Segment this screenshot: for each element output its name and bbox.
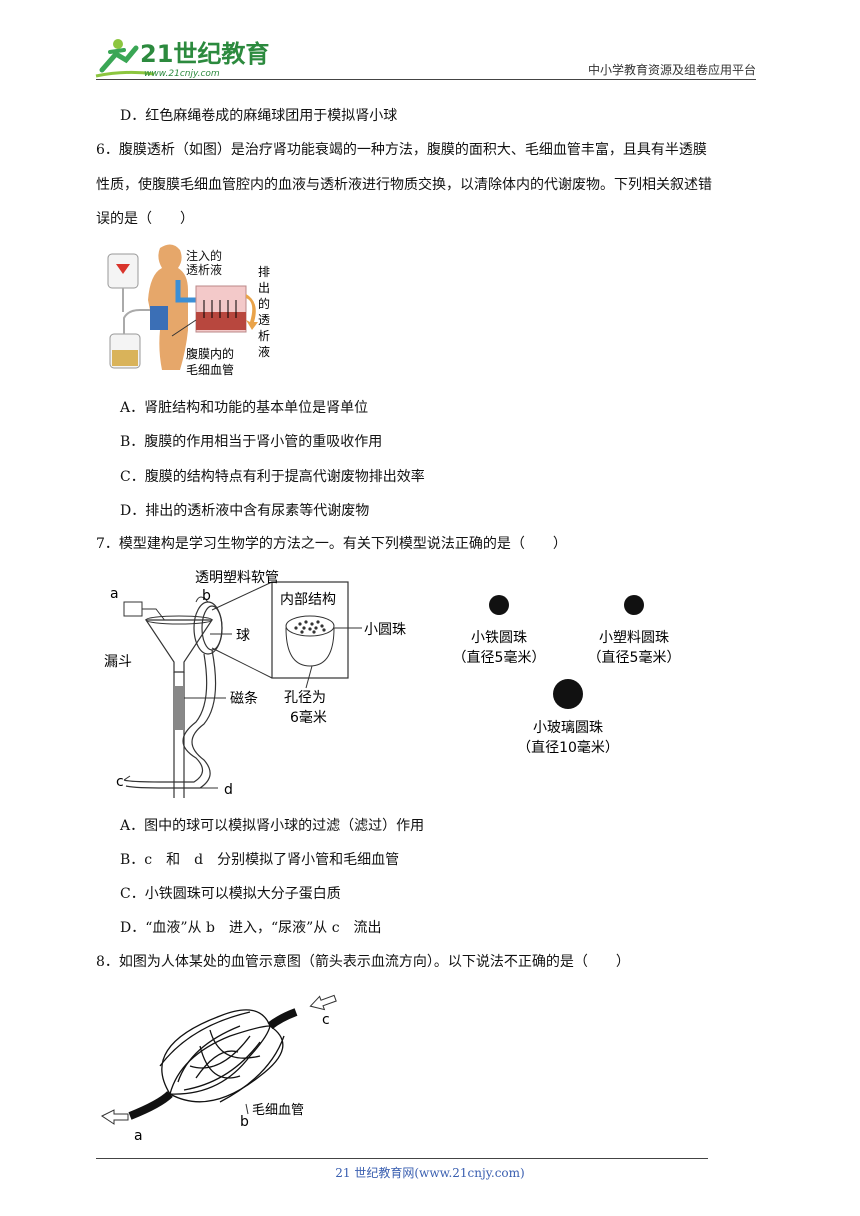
label-injected-1: 注入的 (186, 248, 222, 263)
label-discharged-2: 出 (258, 281, 270, 295)
capillary-network-figure: a b c 毛细血管 (101, 994, 337, 1144)
label-c: c (322, 1012, 330, 1028)
label-discharged-1: 排 (258, 265, 270, 279)
label-d: d (224, 782, 233, 798)
peritoneal-dialysis-figure: 注入的 透析液 排 出 的 透 析 液 腹膜内的 毛细血管 (107, 244, 270, 377)
q6-stem-line2: 性质，使腹膜毛细血管腔内的血液与透析液进行物质交换，以清除体内的代谢废物。下列相… (96, 177, 712, 193)
label-small-bead: 小圆珠 (364, 622, 406, 638)
q6-stem-line3: 误的是（ ） (96, 211, 194, 227)
kidney-model-figure: 透明塑料软管 a b 内部结构 球 小圆珠 漏斗 磁条 孔径为 6毫米 c d … (104, 570, 680, 798)
q7-option-c: C．小铁圆珠可以模拟大分子蛋白质 (120, 886, 341, 902)
q7-option-b: B．c 和 d 分别模拟了肾小管和毛细血管 (120, 852, 400, 868)
q6-option-a: A．肾脏结构和功能的基本单位是肾单位 (120, 400, 369, 416)
q7-option-d: D．“血液”从 b 进入，“尿液”从 c 流出 (120, 920, 382, 936)
label-plastic-bead: 小塑料圆珠 (599, 630, 669, 646)
footer-divider (96, 1158, 708, 1159)
q6-option-b: B．腹膜的作用相当于肾小管的重吸收作用 (120, 434, 383, 450)
label-capillary: 毛细血管 (252, 1103, 304, 1118)
q7-option-a: A．图中的球可以模拟肾小球的过滤（滤过）作用 (120, 818, 425, 834)
label-injected-2: 透析液 (186, 262, 222, 277)
platform-title: 中小学教育资源及组卷应用平台 (587, 63, 756, 77)
label-ball: 球 (236, 628, 250, 644)
q6-option-d: D．排出的透析液中含有尿素等代谢废物 (120, 503, 370, 519)
label-pore-1: 孔径为 (284, 690, 326, 706)
label-iron-diameter: （直径5毫米） (453, 649, 546, 666)
label-inner-structure: 内部结构 (280, 592, 336, 608)
footer-link[interactable]: 21 世纪教育网(www.21cnjy.com) (335, 1166, 525, 1180)
runner-logo-icon: 21世纪教育 www.21cnjy.com (95, 39, 269, 79)
label-discharged-6: 液 (258, 344, 270, 359)
label-b: b (240, 1114, 249, 1130)
label-capillary-2: 毛细血管 (186, 362, 234, 377)
label-capillary-1: 腹膜内的 (186, 346, 234, 361)
label-funnel: 漏斗 (104, 654, 132, 670)
label-a: a (134, 1128, 143, 1144)
label-glass-diameter: （直径10毫米） (517, 739, 619, 756)
label-plastic-diameter: （直径5毫米） (588, 649, 681, 666)
logo-text: 21世纪教育 (140, 40, 269, 68)
label-tube: 透明塑料软管 (195, 570, 279, 586)
label-iron-bead: 小铁圆珠 (471, 630, 527, 646)
q8-stem: 8．如图为人体某处的血管示意图（箭头表示血流方向）。以下说法不正确的是（ ） (96, 954, 630, 970)
label-b: b (202, 588, 211, 604)
label-glass-bead: 小玻璃圆珠 (533, 719, 603, 736)
q7-stem: 7．模型建构是学习生物学的方法之一。有关下列模型说法正确的是（ ） (96, 536, 567, 552)
label-a: a (110, 586, 119, 602)
label-pore-2: 6毫米 (290, 709, 327, 726)
q6-stem-line1: 6．腹膜透析（如图）是治疗肾功能衰竭的一种方法，腹膜的面积大、毛细血管丰富，且具… (96, 142, 707, 158)
logo-url: www.21cnjy.com (144, 69, 220, 79)
site-logo: 21世纪教育 www.21cnjy.com (95, 30, 269, 82)
q5-option-d: D．红色麻绳卷成的麻绳球团用于模拟肾小球 (120, 108, 398, 124)
label-discharged-5: 析 (258, 329, 270, 343)
label-c: c (116, 774, 124, 790)
label-discharged-4: 透 (258, 313, 270, 327)
header-divider (96, 79, 756, 80)
q6-option-c: C．腹膜的结构特点有利于提高代谢废物排出效率 (120, 469, 425, 485)
label-magnet: 磁条 (230, 690, 258, 707)
label-discharged-3: 的 (258, 296, 270, 311)
